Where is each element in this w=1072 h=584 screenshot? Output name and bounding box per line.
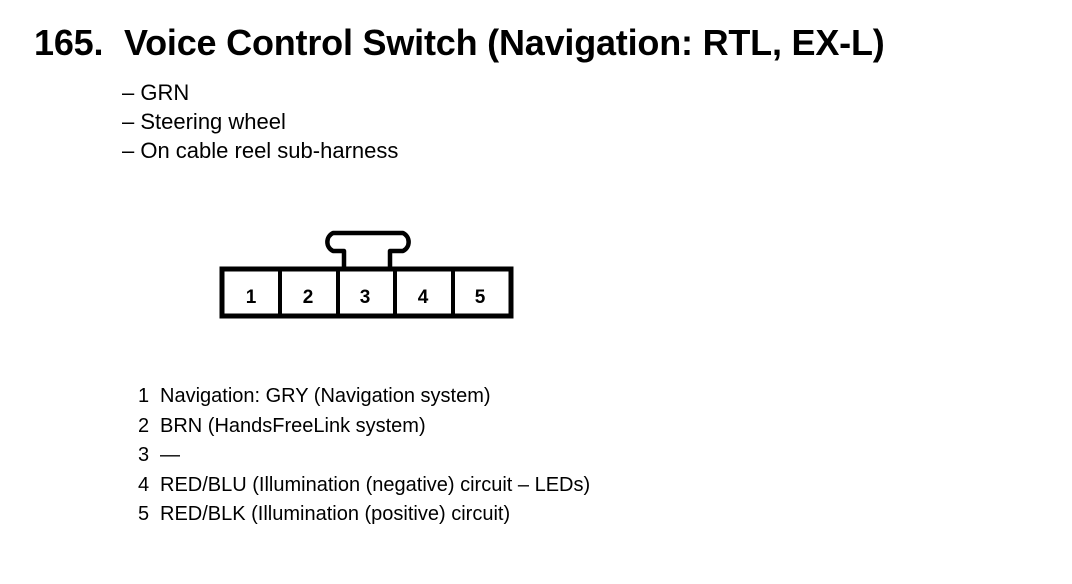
cavity-label: 4 <box>418 287 429 308</box>
cavity-label: 5 <box>475 287 486 308</box>
connector-lock-tab <box>325 230 411 268</box>
connector-body <box>219 266 514 319</box>
component-number: 165. <box>34 22 104 63</box>
pin-row: 1 Navigation: GRY (Navigation system) <box>138 382 590 412</box>
connector-info: – GRN – Steering wheel – On cable reel s… <box>122 78 398 165</box>
cavity-label: 2 <box>303 287 314 308</box>
pin-row: 3— <box>138 441 590 471</box>
connector-location: – Steering wheel <box>122 109 286 134</box>
pin-number: 4 <box>138 473 150 496</box>
pin-description: — <box>160 444 180 466</box>
pin-description: RED/BLK (Illumination (positive) circuit… <box>160 503 511 525</box>
pin-row: 5 RED/BLK (Illumination (positive) circui… <box>138 500 590 530</box>
pin-number: 5 <box>138 503 150 525</box>
pin-number: 3 <box>138 444 150 466</box>
pin-number: 2 <box>138 414 150 437</box>
pin-row: 4 RED/BLU (Illumination (negative) circui… <box>138 471 590 501</box>
pin-list: 1 Navigation: GRY (Navigation system) 2 BR… <box>138 382 590 530</box>
pin-row: 2 BRN (HandsFreeLink system) <box>138 412 590 442</box>
cavity-label: 3 <box>360 287 371 308</box>
connector-color: – GRN <box>122 80 190 105</box>
connector-harness: – On cable reel sub-harness <box>122 138 399 163</box>
pin-description: BRN (HandsFreeLink system) <box>160 414 426 437</box>
pin-description: RED/BLU (Illumination (negative) circuit… <box>160 473 591 496</box>
component-title: Voice Control Switch (Navigation: RTL, E… <box>124 22 885 63</box>
cavity-label: 1 <box>246 287 257 308</box>
page-title: 165. Voice Control Switch (Navigation: RT… <box>34 22 885 64</box>
pin-description: Navigation: GRY (Navigation system) <box>160 385 491 407</box>
pin-number: 1 <box>138 385 150 407</box>
